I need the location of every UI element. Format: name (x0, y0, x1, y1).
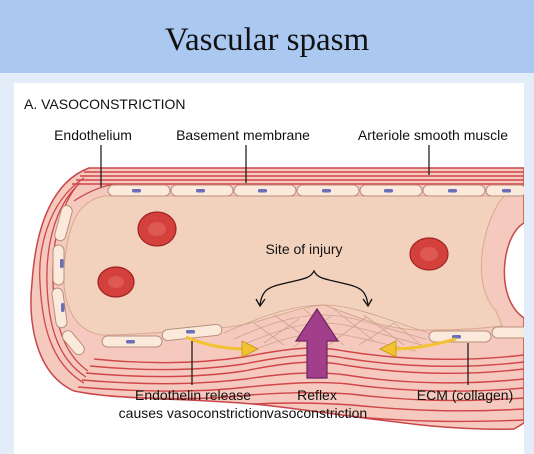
label-site-of-injury: Site of injury (265, 241, 343, 257)
label-endothelin-release: Endothelin release (135, 387, 251, 403)
panel-label: A. VASOCONSTRICTION (24, 96, 186, 112)
site-of-injury-bracket (259, 269, 369, 306)
label-causes-vasoconstriction: causes vasoconstriction (118, 405, 268, 421)
endothelin-arrow-left (185, 335, 247, 351)
slide-title: Vascular spasm (164, 22, 370, 58)
leader-lines (100, 145, 469, 385)
label-basement-membrane: Basement membrane (176, 127, 310, 143)
title-band: Vascular spasm (0, 0, 534, 73)
label-endothelium: Endothelium (54, 127, 132, 143)
endothelial-cells-left (51, 205, 85, 356)
smooth-muscle-top (72, 171, 524, 185)
endothelin-arrow-right (391, 337, 457, 351)
label-ecm-collagen: ECM (collagen) (416, 387, 514, 403)
figure-panel: A. VASOCONSTRICTION Endothelium Basement… (14, 83, 524, 454)
label-reflex-vasoconstriction: vasoconstriction (266, 405, 368, 421)
slide-body: A. VASOCONSTRICTION Endothelium Basement… (0, 73, 534, 454)
red-blood-cells (97, 211, 449, 298)
label-smooth-muscle: Arteriole smooth muscle (357, 127, 509, 143)
vessel-diagram (30, 145, 524, 430)
endothelial-cells-top (73, 183, 524, 202)
reflex-arrow (294, 307, 340, 379)
label-reflex: Reflex (297, 387, 337, 403)
endothelial-cells-bottom (101, 323, 524, 348)
